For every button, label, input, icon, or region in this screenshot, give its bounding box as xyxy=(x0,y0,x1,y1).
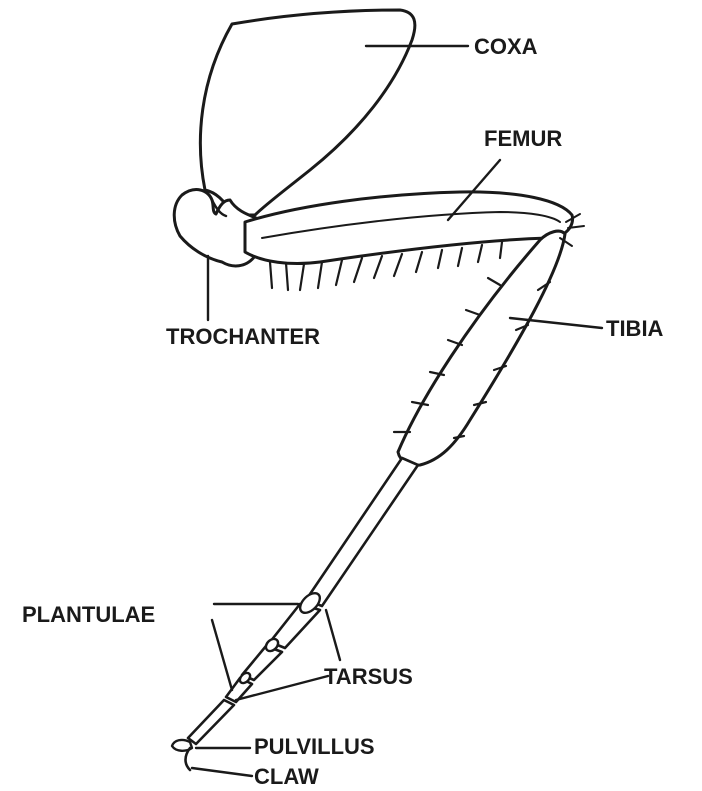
tarsus-segment-5 xyxy=(188,700,234,744)
tarsus-segment-1 xyxy=(306,458,418,606)
label-coxa: COXA xyxy=(474,34,538,59)
label-tibia: TIBIA xyxy=(606,316,664,341)
tibia-shape xyxy=(398,231,565,465)
femur-shape xyxy=(245,192,573,264)
coxa-shape xyxy=(200,10,415,215)
label-femur: FEMUR xyxy=(484,126,562,151)
label-tarsus: TARSUS xyxy=(324,664,413,689)
label-plantulae: PLANTULAE xyxy=(22,602,155,627)
label-trochanter: TROCHANTER xyxy=(166,324,320,349)
label-pulvillus: PULVILLUS xyxy=(254,734,375,759)
label-claw: CLAW xyxy=(254,764,319,789)
